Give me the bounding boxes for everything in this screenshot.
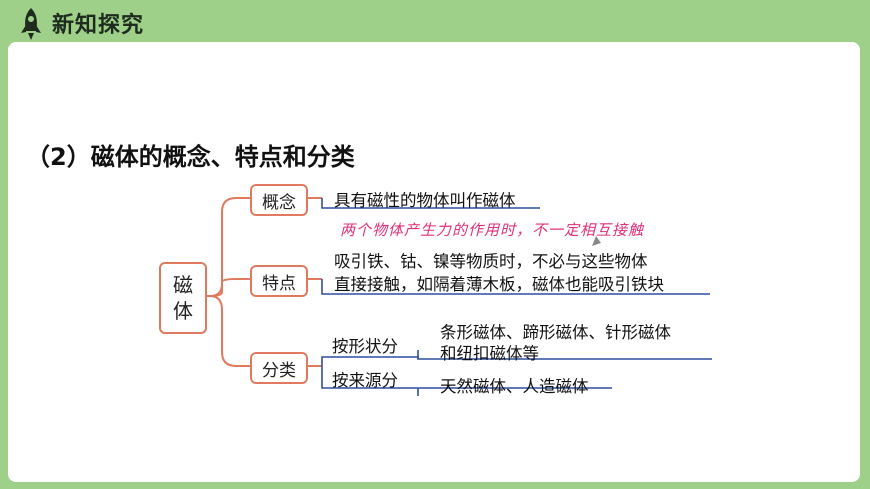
section-title: （2）磁体的概念、特点和分类 [26, 143, 355, 171]
node-classification-label: 分类 [262, 360, 296, 381]
header-title: 新知探究 [52, 13, 145, 38]
rocket-icon [21, 8, 41, 40]
handwritten-annotation: 两个物体产生力的作用时，不一定相互接触 [340, 221, 645, 239]
node-concept-label: 概念 [262, 192, 296, 213]
by-source-label: 按来源分 [332, 371, 398, 390]
by-shape-line-1: 条形磁体、蹄形磁体、针形磁体 [440, 323, 671, 342]
root-char-1: 磁 [173, 273, 193, 297]
node-features-label: 特点 [262, 273, 296, 294]
by-shape-line-2: 和纽扣磁体等 [440, 344, 539, 363]
node-concept: 概念 [250, 184, 308, 216]
features-line-2: 直接接触，如隔着薄木板，磁体也能吸引铁块 [334, 275, 664, 294]
content-card [8, 42, 860, 482]
root-node-magnet: 磁 体 [159, 262, 207, 334]
features-line-1: 吸引铁、钴、镍等物质时，不必与这些物体 [334, 252, 648, 271]
by-shape-label: 按形状分 [332, 337, 398, 356]
concept-text: 具有磁性的物体叫作磁体 [334, 191, 516, 210]
node-classification: 分类 [250, 352, 308, 384]
header-bar: 新知探究 [0, 0, 870, 44]
by-source-text: 天然磁体、人造磁体 [440, 377, 589, 396]
root-char-2: 体 [173, 299, 193, 323]
node-features: 特点 [250, 265, 308, 297]
